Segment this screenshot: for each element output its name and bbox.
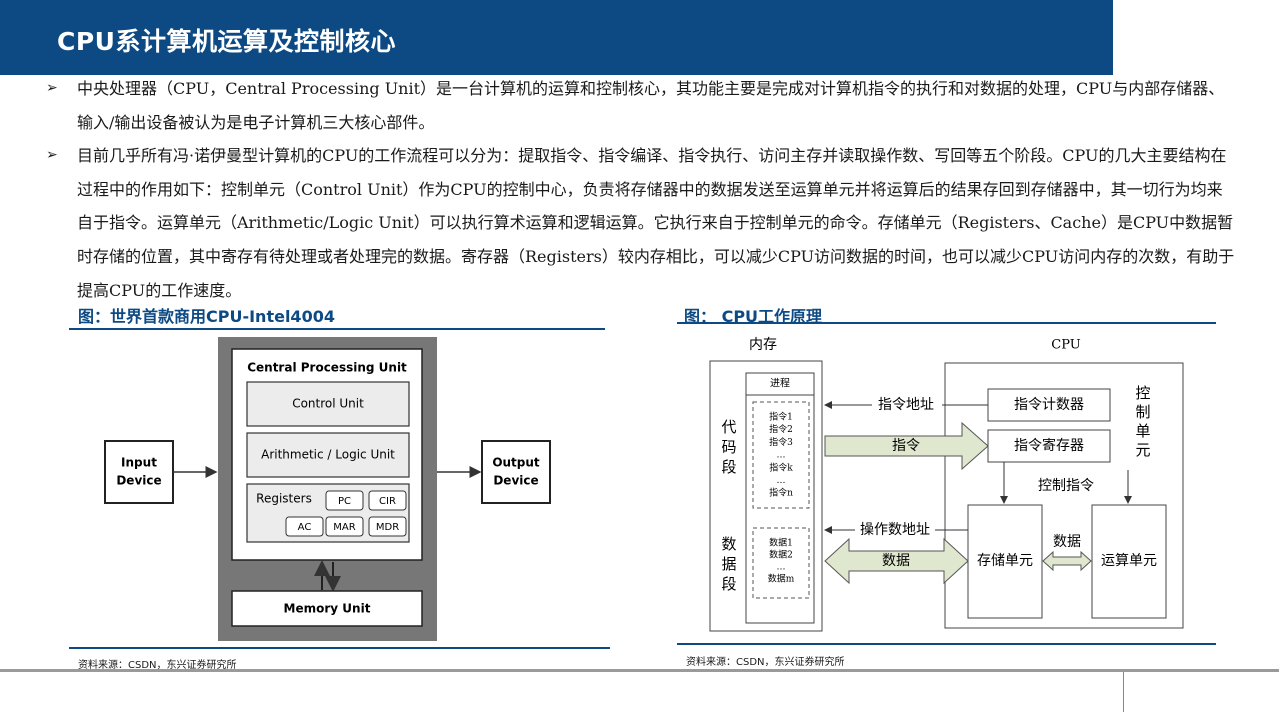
alu-box xyxy=(246,432,410,478)
cpu-label: Central Processing Unit xyxy=(247,361,407,375)
data-segment-char: 数 xyxy=(721,535,736,553)
register-cell-label: PC xyxy=(338,496,351,507)
figure-left-source: 资料来源：CSDN，东兴证券研究所 xyxy=(78,660,237,671)
register-cell-cir xyxy=(368,490,407,511)
code-segment-char: 码 xyxy=(721,438,736,456)
control-unit-label: 控制单元 xyxy=(1135,384,1150,459)
bullet-text: 目前几乎所有冯·诺伊曼型计算机的CPU的工作流程可以分为：提取指令、指令编译、指… xyxy=(77,146,1235,300)
data-label: 数据 xyxy=(882,553,910,569)
input-device-box xyxy=(104,440,174,504)
figure-right-title: 图： CPU工作原理 xyxy=(684,307,823,326)
data-segment-label: 数据段 xyxy=(721,535,736,593)
instruction-item: 指令n xyxy=(769,487,793,499)
data-item: 数据2 xyxy=(769,549,793,561)
output-device-label-line2: Device xyxy=(493,474,538,488)
instruction-address-label: 指令地址 xyxy=(878,397,934,413)
storage-alu-data-arrow xyxy=(1042,550,1092,572)
output-device-label-line1: Output xyxy=(492,456,540,470)
figure-right-top-rule xyxy=(677,322,1216,324)
register-cell-pc xyxy=(325,490,364,511)
instruction-item: 指令k xyxy=(769,461,793,473)
register-cell-ac xyxy=(285,516,324,537)
instruction-item: … xyxy=(777,476,786,486)
bullet-item-2: ➢ 目前几乎所有冯·诺伊曼型计算机的CPU的工作流程可以分为：提取指令、指令编译… xyxy=(46,139,1236,307)
register-cell-label: MDR xyxy=(376,522,399,533)
instruction-register-label: 指令寄存器 xyxy=(1014,437,1084,454)
figure-left-bottom-rule xyxy=(69,647,610,649)
footer-line xyxy=(0,669,1279,672)
page-title: CPU系计算机运算及控制核心 xyxy=(57,27,396,56)
process-label: 进程 xyxy=(770,378,790,390)
control-unit-char: 单 xyxy=(1135,422,1150,440)
input-device-label-line2: Device xyxy=(116,474,161,488)
data-segment-char: 段 xyxy=(721,575,736,593)
memory-unit-label: Memory Unit xyxy=(284,602,371,616)
alu-label: 运算单元 xyxy=(1101,553,1157,569)
code-segment-box xyxy=(752,401,810,509)
control-unit-char: 制 xyxy=(1135,403,1150,421)
storage-alu-data-label: 数据 xyxy=(1053,534,1081,550)
register-cells: PC CIR AC MAR MDR xyxy=(285,490,407,537)
cpu-block-diagram: Input Device Central Processing Unit Con… xyxy=(104,337,551,641)
code-segment-char: 代 xyxy=(721,418,736,436)
code-segment-label: 代码段 xyxy=(721,418,736,476)
output-device-box xyxy=(481,440,551,504)
bullet-arrow-icon: ➢ xyxy=(46,147,58,164)
data-item: 数据m xyxy=(768,573,795,585)
control-unit-box xyxy=(246,381,410,427)
registers-label: Registers xyxy=(256,492,312,506)
data-item: 数据1 xyxy=(769,537,793,549)
operand-address-bg xyxy=(855,520,935,540)
alu-box xyxy=(1091,504,1167,619)
memory-unit-box xyxy=(231,590,423,627)
instruction-item: 指令1 xyxy=(769,411,793,423)
storage-unit-box xyxy=(967,504,1043,619)
register-cell-label: CIR xyxy=(379,496,396,507)
data-item: … xyxy=(777,563,786,573)
figure-right-bottom-rule xyxy=(677,643,1216,645)
instruction-fetch-arrow xyxy=(824,421,989,471)
operand-address-label: 操作数地址 xyxy=(860,522,930,538)
memory-title: 内存 xyxy=(749,337,777,353)
register-cell-label: MAR xyxy=(333,522,355,533)
instruction-address-bg xyxy=(872,395,942,415)
figure-left-top-rule xyxy=(69,328,605,330)
title-bar: CPU系计算机运算及控制核心 xyxy=(0,0,1113,75)
storage-unit-label: 存储单元 xyxy=(977,553,1033,569)
input-device-label-line1: Input xyxy=(121,456,157,470)
footer-divider xyxy=(1123,672,1124,712)
cpu-title: CPU xyxy=(1051,338,1080,353)
data-segment-box xyxy=(752,527,810,599)
bullet-arrow-icon: ➢ xyxy=(46,80,58,96)
control-signal-label: 控制指令 xyxy=(1038,478,1094,494)
bullet-item-1: ➢ 中央处理器（CPU，Central Processing Unit）是一台计… xyxy=(46,72,1236,139)
control-unit-char: 元 xyxy=(1135,441,1150,459)
instruction-label: 指令 xyxy=(892,438,920,454)
instruction-item: 指令2 xyxy=(769,423,793,435)
figure-left-title: 图：世界首款商用CPU-Intel4004 xyxy=(78,307,335,326)
register-cell-mdr xyxy=(368,516,407,537)
bullet-list: ➢ 中央处理器（CPU，Central Processing Unit）是一台计… xyxy=(46,72,1236,307)
data-segment-char: 据 xyxy=(721,555,736,573)
control-unit-char: 控 xyxy=(1135,384,1150,402)
program-counter-label: 指令计数器 xyxy=(1014,397,1084,413)
bullet-text: 中央处理器（CPU，Central Processing Unit）是一台计算机… xyxy=(77,79,1225,132)
program-counter-box xyxy=(987,388,1111,422)
alu-label: Arithmetic / Logic Unit xyxy=(261,448,395,462)
register-cell-mar xyxy=(325,516,364,537)
instruction-item: … xyxy=(777,451,786,461)
data-transfer-arrow xyxy=(824,537,969,585)
control-unit-label: Control Unit xyxy=(292,397,364,411)
instruction-item: 指令3 xyxy=(769,436,793,448)
register-cell-label: AC xyxy=(298,522,312,533)
code-segment-char: 段 xyxy=(721,458,736,476)
figure-right-source: 资料来源：CSDN，东兴证券研究所 xyxy=(686,657,845,668)
